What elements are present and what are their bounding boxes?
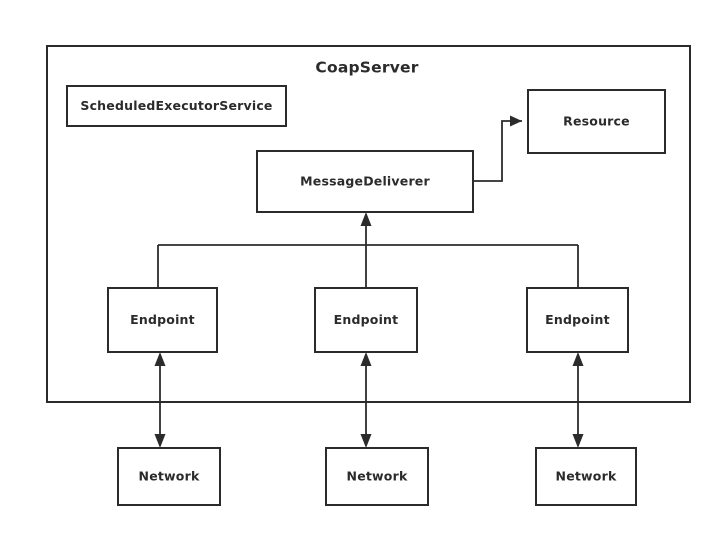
arrow-head-end-message-deliverer-to-resource xyxy=(510,115,522,127)
node-label-endpoint-left: Endpoint xyxy=(130,312,195,327)
node-message-deliverer: MessageDeliverer xyxy=(256,150,474,213)
node-box-endpoint-right xyxy=(526,287,629,353)
arrow-head-end-endpoint-bus-to-message-deliverer xyxy=(360,212,372,226)
node-scheduled-executor-service: ScheduledExecutorService xyxy=(66,85,287,127)
arrow-head-start-endpoint-center-to-network-center xyxy=(360,352,372,366)
node-box-resource xyxy=(527,89,666,154)
node-box-network-left xyxy=(117,447,221,506)
node-box-endpoint-left xyxy=(107,287,218,353)
node-box-message-deliverer xyxy=(256,150,474,213)
connector-endpoint-right-to-network-right xyxy=(572,352,584,448)
node-box-network-center xyxy=(325,447,429,506)
connector-message-deliverer-to-resource xyxy=(473,115,522,182)
node-label-network-right: Network xyxy=(556,469,617,484)
node-box-scheduled-executor-service xyxy=(66,85,287,127)
container-coapserver: CoapServer xyxy=(46,45,691,403)
node-label-endpoint-center: Endpoint xyxy=(334,312,399,327)
node-box-network-right xyxy=(535,447,637,506)
container-coapserver-title: CoapServer xyxy=(315,59,418,77)
arrow-head-start-endpoint-right-to-network-right xyxy=(572,352,584,366)
node-label-scheduled-executor-service: ScheduledExecutorService xyxy=(80,98,272,113)
node-network-left: Network xyxy=(117,447,221,506)
arrow-head-end-endpoint-right-to-network-right xyxy=(572,434,584,448)
node-label-endpoint-right: Endpoint xyxy=(545,312,610,327)
node-resource: Resource xyxy=(527,89,666,154)
node-label-network-center: Network xyxy=(347,469,408,484)
node-network-center: Network xyxy=(325,447,429,506)
connector-layer xyxy=(154,115,584,448)
connector-endpoint-bus-to-message-deliverer xyxy=(360,212,372,245)
node-endpoint-left: Endpoint xyxy=(107,287,218,353)
node-endpoint-right: Endpoint xyxy=(526,287,629,353)
node-box-endpoint-center xyxy=(314,287,418,353)
node-label-resource: Resource xyxy=(563,114,630,129)
arrow-head-start-endpoint-left-to-network-left xyxy=(154,352,166,366)
connector-line-message-deliverer-to-resource xyxy=(473,120,522,182)
container-coapserver-outline xyxy=(46,45,691,403)
arrow-head-end-endpoint-center-to-network-center xyxy=(360,434,372,448)
node-layer: ScheduledExecutorServiceMessageDeliverer… xyxy=(66,85,666,506)
arrow-head-end-endpoint-left-to-network-left xyxy=(154,434,166,448)
connector-endpoint-left-to-network-left xyxy=(154,352,166,448)
node-label-message-deliverer: MessageDeliverer xyxy=(300,174,430,189)
node-network-right: Network xyxy=(535,447,637,506)
node-label-network-left: Network xyxy=(139,469,200,484)
node-endpoint-center: Endpoint xyxy=(314,287,418,353)
connector-endpoint-center-to-network-center xyxy=(360,352,372,448)
